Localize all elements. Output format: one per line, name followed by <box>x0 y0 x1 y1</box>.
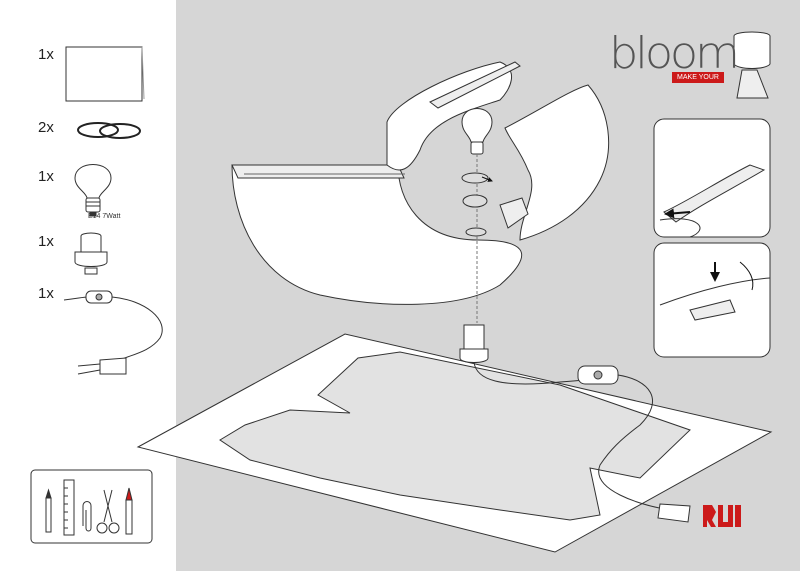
pencil-icon <box>45 488 52 533</box>
qty-bulb: 1x <box>38 168 54 185</box>
qty-socket: 1x <box>38 233 54 250</box>
ruler-icon <box>63 479 75 536</box>
cable-switch-icon <box>63 290 163 375</box>
craft-knife-icon <box>125 487 133 535</box>
assembly-bulb <box>461 108 493 236</box>
bulb-spec-label: E14 7Watt <box>88 213 121 220</box>
brand-tagline: MAKE YOUR <box>672 72 724 83</box>
lamp-logo-icon <box>733 31 771 99</box>
flat-sheet <box>136 333 773 553</box>
sheet-icon <box>65 46 145 102</box>
assembly-socket <box>459 324 691 523</box>
qty-cable-switch: 1x <box>38 285 54 302</box>
qty-sheet: 1x <box>38 46 54 63</box>
washer <box>462 194 488 208</box>
lamp-shade <box>231 61 610 305</box>
qty-rubber-bands: 2x <box>38 119 54 136</box>
scissors-icon <box>96 489 120 534</box>
rubber-bands-icon <box>77 122 141 139</box>
paperclip-icon <box>82 501 92 532</box>
hole <box>465 227 487 237</box>
tools-box <box>30 469 153 544</box>
detail-panel-2 <box>653 242 771 358</box>
detail-panel-1 <box>653 118 771 238</box>
brand-wordmark: bloom <box>608 28 740 79</box>
socket-icon <box>74 232 108 275</box>
rotation-ring <box>461 172 493 184</box>
rui-logo <box>703 505 741 527</box>
bulb-icon <box>74 164 112 217</box>
